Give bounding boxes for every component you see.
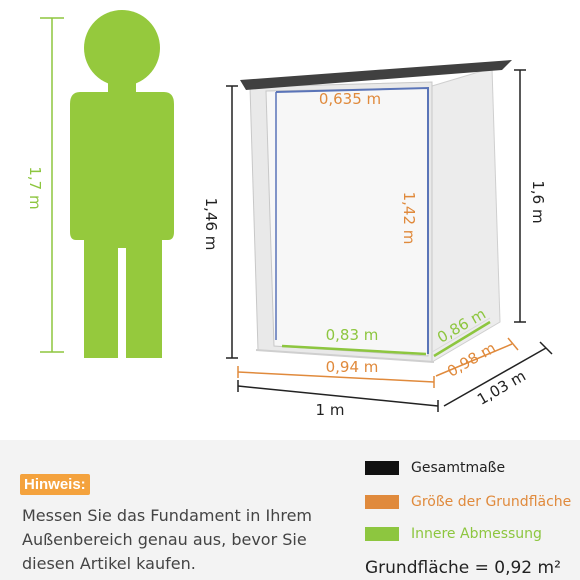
inner-floor-depth-line (433, 320, 491, 358)
base-width-line (237, 366, 435, 388)
note-text: Messen Sie das Fundament in Ihrem Außenb… (22, 506, 312, 573)
info-footer: Hinweis: Messen Sie das Fundament in Ihr… (0, 440, 580, 580)
person-silhouette (70, 10, 174, 358)
inner-width-label: 0,635 m (319, 90, 381, 108)
legend-item-overall: Gesamtmaße (365, 458, 505, 478)
note-tag: Hinweis: (20, 474, 90, 495)
legend-item-base: Größe der Grundfläche (365, 492, 571, 512)
overall-front-height-label: 1,46 m (202, 198, 220, 251)
overall-width-label: 1 m (316, 401, 345, 419)
legend-label-overall: Gesamtmaße (411, 460, 506, 476)
overall-back-height-label: 1,6 m (529, 180, 547, 223)
inner-height-label: 1,42 m (400, 192, 418, 245)
legend-label-base: Größe der Grundfläche (411, 494, 572, 510)
floor-area-label: Grundfläche = 0,92 m² (365, 558, 561, 578)
legend-swatch-overall (365, 461, 399, 475)
person-height-label: 1,7 m (26, 166, 44, 209)
shed-roof (240, 60, 512, 90)
legend-swatch-inner (365, 527, 399, 541)
dimension-diagram: 1,7 m (26, 10, 553, 419)
shed-inner-frame (275, 86, 429, 354)
base-width-label: 0,94 m (326, 358, 379, 376)
person-height-line (40, 17, 64, 353)
legend-label-inner: Innere Abmessung (411, 526, 542, 542)
inner-floor-width-line (281, 344, 427, 356)
inner-floor-width-label: 0,83 m (326, 326, 379, 344)
legend-item-inner: Innere Abmessung (365, 524, 542, 544)
overall-width-line (237, 380, 439, 412)
base-depth-line (435, 337, 519, 377)
shed (240, 60, 512, 363)
overall-front-height-line (226, 85, 238, 359)
legend-swatch-base (365, 495, 399, 509)
overall-back-height-line (514, 69, 526, 323)
overall-depth-line (443, 341, 553, 407)
